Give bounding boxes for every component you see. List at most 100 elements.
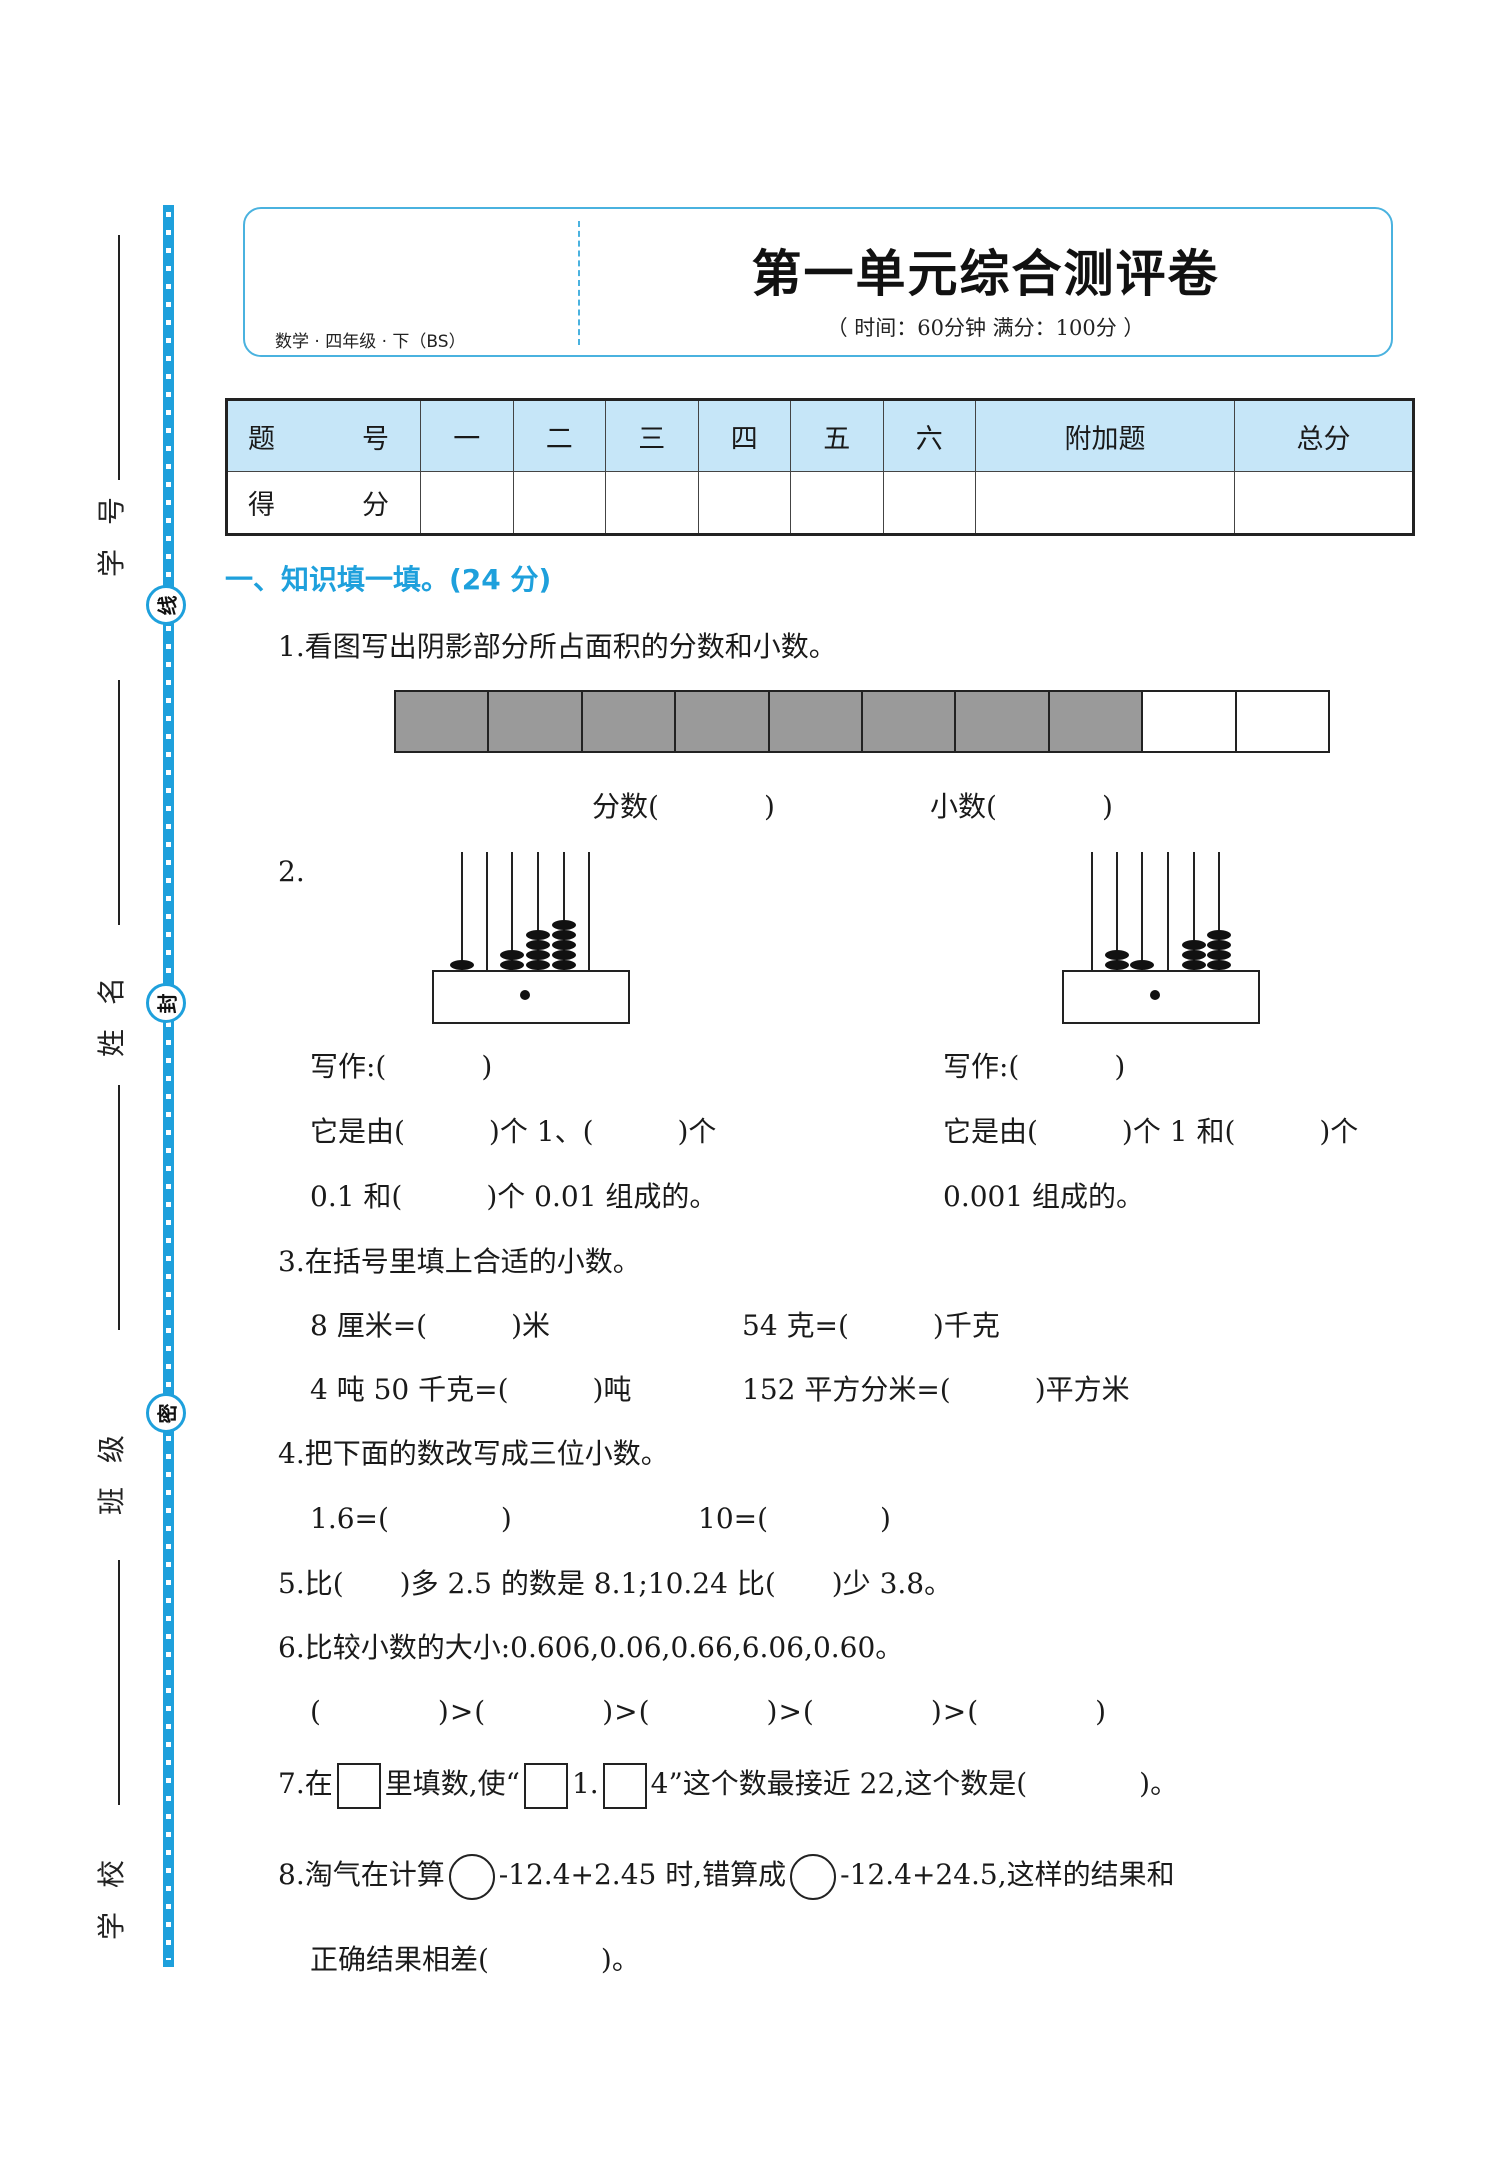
square-box-input[interactable] xyxy=(602,1762,647,1809)
abacus-base xyxy=(432,970,630,1024)
abacus-bead xyxy=(1182,950,1206,960)
header-cell: 二 xyxy=(512,399,606,472)
decimal-answer[interactable]: 小数() xyxy=(930,785,1113,825)
decimal-point-dot xyxy=(520,990,530,1000)
paren-close: ) xyxy=(481,1050,493,1083)
q8-text: -12.4+2.45 时,错算成 xyxy=(498,1858,787,1891)
score-cell[interactable] xyxy=(512,471,606,535)
abacus-bead xyxy=(552,920,576,930)
abacus-bead xyxy=(552,960,576,970)
paren-close: ) xyxy=(763,790,775,823)
q4-item[interactable]: 1.6=( ) xyxy=(310,1502,512,1535)
name-line[interactable] xyxy=(118,680,120,925)
abacus-bead xyxy=(552,950,576,960)
header-cell: 总分 xyxy=(1234,399,1414,472)
abacus-bead xyxy=(1182,940,1206,950)
question-4-text: 4.把下面的数改写成三位小数。 xyxy=(278,1437,669,1470)
q7-text[interactable]: 4”这个数最接近 22,这个数是( )。 xyxy=(650,1767,1179,1800)
score-table-header-row: 题 号 一 二 三 四 五 六 附加题 总分 xyxy=(226,399,1414,472)
header-cell: 五 xyxy=(790,399,884,472)
circle-blank-icon xyxy=(448,1853,495,1900)
q8-answer-line[interactable]: 正确结果相差( )。 xyxy=(310,1943,640,1976)
question-5-text[interactable]: 5.比( )多 2.5 的数是 8.1;10.24 比( )少 3.8。 xyxy=(278,1567,953,1600)
abacus-bead xyxy=(552,940,576,950)
abacus-rod xyxy=(1116,852,1118,972)
fraction-label: 分数( xyxy=(592,790,659,823)
q3-item[interactable]: 8 厘米=( )米 xyxy=(310,1309,551,1342)
header-cell: 三 xyxy=(605,399,699,472)
seal-char: 封 xyxy=(155,993,180,1013)
seal-circle-xian: 线 xyxy=(146,585,186,625)
abacus-rod xyxy=(486,852,488,972)
student-id-line[interactable] xyxy=(118,235,120,480)
score-cell[interactable] xyxy=(420,471,514,535)
abacus-bead xyxy=(1105,960,1129,970)
score-cell[interactable] xyxy=(882,471,976,535)
header-cell: 附加题 xyxy=(974,399,1236,472)
right-composition-line1[interactable]: 它是由( )个 1 和( )个 xyxy=(943,1115,1359,1148)
bar-cell-shaded xyxy=(396,692,490,751)
abacus-bead xyxy=(1105,950,1129,960)
decimal-point-dot xyxy=(1150,990,1160,1000)
abacus-bead xyxy=(500,960,524,970)
abacus-bead xyxy=(1207,940,1231,950)
left-write-answer[interactable]: 写作:() xyxy=(310,1045,492,1085)
score-table-score-row: 得 分 xyxy=(226,471,1414,535)
left-composition-line1[interactable]: 它是由( )个 1、( )个 xyxy=(310,1115,717,1148)
exam-meta: （ 时间：60分钟 满分：100分 ） xyxy=(826,316,1145,340)
bar-cell-shaded xyxy=(582,692,677,751)
score-row-label: 得 分 xyxy=(226,471,421,535)
question-1-text: 1.看图写出阴影部分所占面积的分数和小数。 xyxy=(278,630,837,663)
bar-cell-shaded xyxy=(676,692,770,751)
abacus-rod xyxy=(461,852,463,972)
seal-char: 密 xyxy=(155,1403,180,1423)
bar-cell-shaded xyxy=(489,692,583,751)
right-write-answer[interactable]: 写作:() xyxy=(943,1045,1125,1085)
q4-item[interactable]: 10=( ) xyxy=(698,1502,891,1535)
abacus-bead xyxy=(1207,950,1231,960)
abacus-bead xyxy=(1207,930,1231,940)
abacus-bead xyxy=(500,950,524,960)
label-student-id: 学号 xyxy=(95,472,128,577)
question-7: 7.在里填数,使“1.4”这个数最接近 22,这个数是( )。 xyxy=(278,1762,1178,1809)
abacus-rod xyxy=(588,852,590,972)
fraction-bar xyxy=(394,690,1330,753)
q7-text: 7.在 xyxy=(278,1767,333,1800)
paren-close: ) xyxy=(1101,790,1113,823)
class-line[interactable] xyxy=(118,1085,120,1330)
abacus-bead xyxy=(1130,960,1154,970)
square-box-input[interactable] xyxy=(523,1762,568,1809)
q6-comparison-chain[interactable]: ( )>( )>( )>( )>( ) xyxy=(310,1695,1108,1728)
label-class: 班级 xyxy=(95,1410,128,1515)
bar-cell-shaded xyxy=(956,692,1050,751)
score-cell[interactable] xyxy=(1234,471,1414,535)
score-cell[interactable] xyxy=(697,471,791,535)
bar-cell-empty xyxy=(1143,692,1237,751)
score-cell[interactable] xyxy=(605,471,699,535)
score-cell[interactable] xyxy=(790,471,884,535)
q3-item[interactable]: 54 克=( )千克 xyxy=(742,1309,1000,1342)
abacus-right xyxy=(1062,852,1260,1024)
circle-blank-icon xyxy=(790,1853,837,1900)
abacus-rod xyxy=(1141,852,1143,972)
label-name: 姓名 xyxy=(95,952,128,1057)
fraction-answer[interactable]: 分数() xyxy=(592,785,775,825)
abacus-bead xyxy=(526,940,550,950)
score-cell[interactable] xyxy=(974,471,1236,535)
seal-circle-mi: 密 xyxy=(146,1393,186,1433)
bar-cell-shaded xyxy=(1049,692,1144,751)
score-table: 题 号 一 二 三 四 五 六 附加题 总分 得 分 xyxy=(225,398,1415,536)
write-label: 写作:( xyxy=(943,1050,1020,1083)
q3-item[interactable]: 152 平方分米=( )平方米 xyxy=(742,1373,1130,1406)
exam-title: 第一单元综合测评卷 xyxy=(751,244,1220,303)
abacus-rod xyxy=(1193,852,1195,972)
header-cell: 六 xyxy=(882,399,976,472)
q3-item[interactable]: 4 吨 50 千克=( )吨 xyxy=(310,1373,632,1406)
left-composition-line2[interactable]: 0.1 和( )个 0.01 组成的。 xyxy=(310,1180,718,1213)
question-2-number: 2. xyxy=(278,855,305,888)
right-composition-line2[interactable]: 0.001 组成的。 xyxy=(943,1180,1145,1213)
abacus-bead xyxy=(526,950,550,960)
header-cell: 一 xyxy=(420,399,514,472)
school-line[interactable] xyxy=(118,1560,120,1805)
abacus-bead xyxy=(526,960,550,970)
